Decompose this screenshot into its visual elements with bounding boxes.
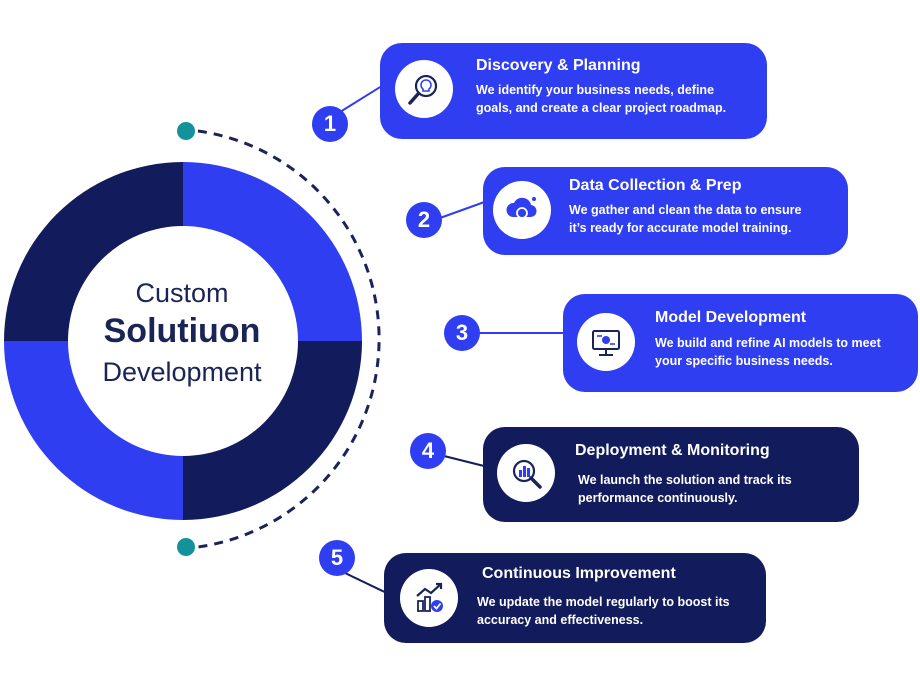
growth-chart-icon	[400, 569, 458, 627]
center-title-line1: Custom	[135, 278, 229, 308]
ring-segment-bottom-right	[183, 341, 362, 520]
arc-start-dot	[177, 122, 195, 140]
center-title-line3: Development	[102, 357, 262, 387]
ring-segment-top-left	[4, 162, 183, 341]
step-title-5: Continuous Improvement	[482, 565, 676, 582]
step-card-1: Discovery & Planning We identify your bu…	[380, 43, 767, 139]
step-number-5: 5	[319, 540, 355, 576]
step-title-3: Model Development	[655, 309, 807, 326]
step-number-2: 2	[406, 202, 442, 238]
connector-2	[439, 199, 491, 219]
step-card-3: Model Development We build and refine AI…	[563, 294, 918, 392]
step-description-3: We build and refine AI models to meet yo…	[655, 336, 881, 368]
arc-end-dot	[177, 538, 195, 556]
step-title-4: Deployment & Monitoring	[575, 442, 770, 459]
step-number-3: 3	[444, 315, 480, 351]
step-card-2: Data Collection & Prep We gather and cle…	[483, 167, 848, 255]
analytics-magnifier-icon	[497, 444, 555, 502]
ring-segment-top-right	[183, 162, 362, 341]
ring-segment-bottom-left	[4, 341, 183, 520]
step-number-1: 1	[312, 106, 348, 142]
monitor-settings-icon	[577, 313, 635, 371]
step-description-5: We update the model regularly to boost i…	[477, 595, 730, 627]
step-description-4: We launch the solution and track its per…	[578, 473, 792, 505]
connector-1	[339, 83, 386, 113]
step-number-4: 4	[410, 433, 446, 469]
lightbulb-search-icon	[395, 60, 453, 118]
step-card-4: Deployment & Monitoring We launch the so…	[483, 427, 859, 522]
step-description-2: We gather and clean the data to ensure i…	[569, 203, 802, 235]
cloud-sync-icon	[493, 181, 551, 239]
step-title-2: Data Collection & Prep	[569, 177, 742, 194]
step-title-1: Discovery & Planning	[476, 57, 641, 74]
center-title-line2: Solutiuon	[103, 312, 261, 350]
step-description-1: We identify your business needs, define …	[476, 83, 727, 115]
step-card-5: Continuous Improvement We update the mod…	[384, 553, 766, 643]
